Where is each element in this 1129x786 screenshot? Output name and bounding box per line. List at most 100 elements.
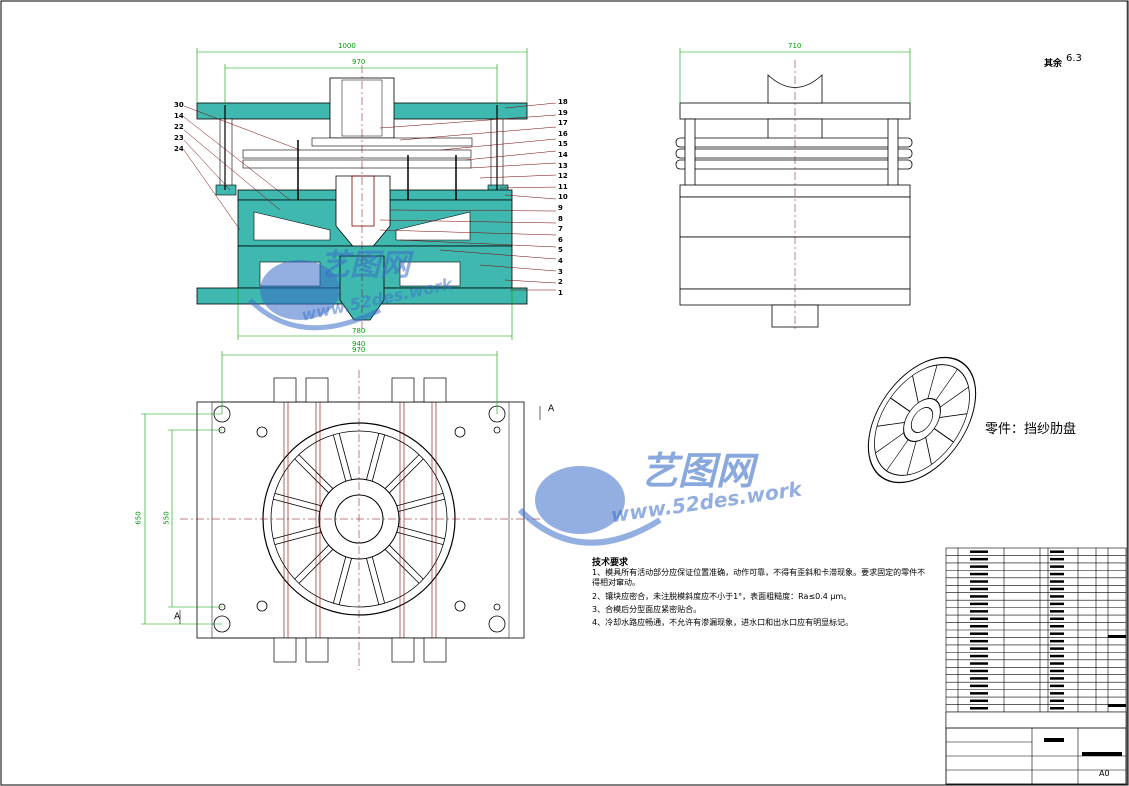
- bom-cell-mark: [970, 692, 988, 695]
- wheel-spoke: [338, 558, 352, 605]
- wheel-spokes: [273, 433, 445, 605]
- wheel-spoke: [396, 531, 444, 546]
- bom-cell-mark: [970, 580, 988, 583]
- note-line-2: 2、镶块应密合，未注脱模斜度应不小于1°，表面粗糙度：Ra≤0.4 μm。: [592, 592, 852, 601]
- callout-right: 16: [558, 129, 568, 138]
- bom-cell-mark: [1050, 647, 1064, 650]
- bom-cell-mark: [970, 625, 988, 628]
- bom-cell-mark: [970, 602, 988, 606]
- callout-right: 13: [558, 161, 568, 170]
- wheel-spoke: [274, 492, 322, 507]
- callout-left: 22: [174, 123, 184, 131]
- callout-right: 5: [558, 246, 563, 255]
- side-view: [675, 48, 913, 330]
- part-spoke: [925, 436, 932, 465]
- bom-cell-mark: [970, 639, 988, 643]
- bom-cell-mark: [1050, 684, 1064, 688]
- part-spoke: [912, 375, 919, 404]
- callout-left: 23: [174, 134, 184, 142]
- callout-right: 3: [558, 267, 563, 276]
- callout-right: 8: [558, 214, 563, 223]
- wheel-spoke: [294, 544, 329, 580]
- wheel-spoke: [371, 434, 386, 482]
- dim-plan-top: 970: [352, 346, 366, 354]
- bom-cell-mark: [1050, 699, 1064, 703]
- bom-cell-mark: [970, 565, 988, 568]
- bom-cell-mark: [1050, 580, 1064, 583]
- callout-right: 6: [558, 235, 563, 244]
- bom-cell-mark: [1050, 610, 1064, 613]
- callout-right: 1: [558, 288, 563, 297]
- callout-right: 18: [558, 98, 568, 106]
- note-line-1: 1、模具所有活动部分应保证位置准确，动作可靠，不得有歪斜和卡滞现象。要求固定的零…: [592, 568, 926, 587]
- part-spoke: [935, 369, 958, 401]
- watermark-brand-1: 艺图网: [320, 248, 410, 283]
- part-label: 零件：挡纱肋盘: [985, 422, 1077, 437]
- bom-cell-mark: [1050, 572, 1064, 576]
- bom-cell-mark: [1050, 617, 1064, 621]
- wheel-spoke: [384, 454, 420, 489]
- wheel-spoke: [366, 433, 380, 480]
- bom-cell-mark: [970, 610, 988, 613]
- bom-cell-mark: [970, 654, 988, 658]
- wheel-spoke: [371, 556, 386, 604]
- part-spoke: [886, 439, 909, 471]
- callout-right: 15: [558, 140, 568, 149]
- wheel-spoke: [389, 458, 424, 494]
- watermark-logo-1: [248, 260, 382, 331]
- dim-side-width: 710: [788, 42, 802, 50]
- bom-cell-mark: [970, 684, 988, 688]
- section-mark-a-top: A: [548, 404, 555, 414]
- wheel-spoke: [338, 433, 352, 480]
- part-spoke: [890, 397, 911, 412]
- wheel-spoke: [396, 492, 444, 507]
- plan-view: [141, 351, 541, 670]
- bom-cell-mark: [1050, 632, 1064, 635]
- bom-cell-mark: [970, 595, 988, 598]
- bom-cell-mark: [970, 662, 988, 665]
- bom-cell-mark: [1050, 692, 1064, 695]
- part-spoke: [876, 421, 905, 427]
- wheel-spoke: [398, 526, 445, 540]
- part-spoke: [939, 413, 968, 419]
- callout-right: 2: [558, 278, 563, 287]
- dim-front-bottom-2: 940: [352, 340, 366, 348]
- wheel-spoke: [366, 558, 380, 605]
- wheel-spoke: [273, 498, 320, 512]
- bom-cell-mark: [970, 632, 988, 635]
- dim-plan-height-outer: 650: [134, 511, 143, 525]
- bom-cell-mark: [970, 647, 988, 650]
- dim-top-inner: 970: [352, 58, 366, 66]
- bom-cell-mark: [1050, 669, 1064, 673]
- watermark-brand-2: 艺图网: [640, 449, 755, 493]
- bom-cell-mark: [1050, 707, 1064, 710]
- bom-cell-mark: [970, 587, 988, 591]
- dim-front-bottom-1: 780: [352, 327, 366, 335]
- title-block: [945, 547, 1127, 785]
- part-spoke: [927, 364, 938, 399]
- bom-cell-mark: [1050, 654, 1064, 658]
- callout-left: 30: [174, 101, 184, 109]
- bom-cell-mark: [970, 572, 988, 576]
- callout-left: 14: [174, 112, 184, 120]
- part-spoke: [933, 428, 954, 443]
- bom-rows: [946, 550, 1126, 713]
- bom-cell-mark: [970, 550, 988, 553]
- wheel-spoke: [332, 434, 347, 482]
- callout-right: 9: [558, 204, 563, 212]
- part-spoke: [939, 386, 969, 408]
- callout-right: 14: [558, 151, 568, 159]
- bom-cell-mark: [1050, 595, 1064, 598]
- section-mark-a-bottom: A: [174, 612, 181, 622]
- callout-right: 4: [558, 257, 563, 265]
- notes-title: 技术要求: [592, 558, 629, 568]
- part-spokes: [875, 364, 969, 476]
- callout-right: 12: [558, 172, 568, 181]
- wheel-spoke: [332, 556, 347, 604]
- callout-left: 24: [174, 145, 184, 153]
- callout-right: 10: [558, 193, 568, 202]
- bom-cell-mark: [970, 707, 988, 710]
- wheel-spoke: [273, 526, 320, 540]
- sheet-size: A0: [1099, 769, 1110, 778]
